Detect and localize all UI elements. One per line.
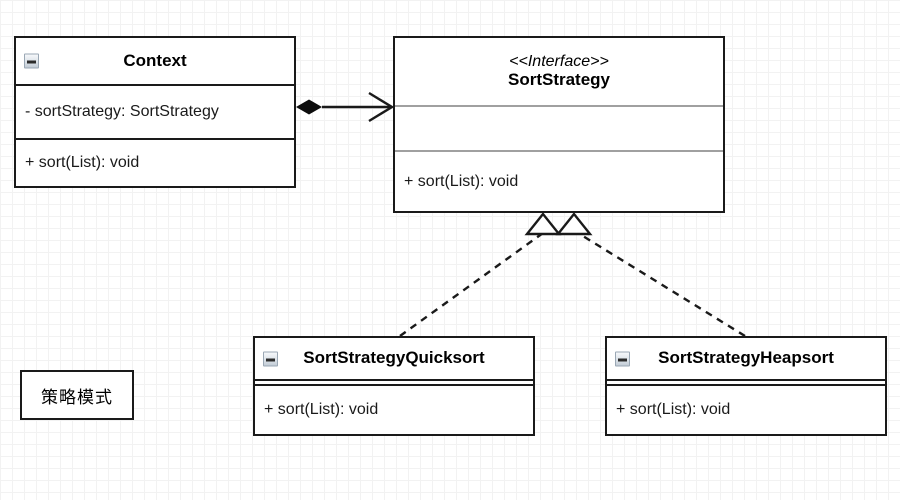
minus-box-icon[interactable] bbox=[24, 53, 39, 69]
minus-box-icon[interactable] bbox=[615, 351, 630, 366]
edge-realization-quicksort-sortstrategy[interactable] bbox=[399, 212, 562, 337]
minus-box-icon[interactable] bbox=[263, 351, 278, 366]
operation-item: + sort(List): void bbox=[616, 401, 731, 418]
filled-diamond-icon bbox=[296, 99, 322, 115]
hollow-triangle-icon bbox=[555, 212, 593, 236]
attribute-item: - sortStrategy: SortStrategy bbox=[25, 103, 219, 120]
class-operations-compartment: + sort(List): void bbox=[16, 138, 294, 186]
operation-item: + sort(List): void bbox=[264, 401, 379, 418]
class-name-sortstrategy: SortStrategy bbox=[507, 70, 611, 90]
class-name-context: Context bbox=[123, 50, 187, 70]
class-title-compartment: SortStrategyHeapsort bbox=[607, 338, 885, 379]
realization-dashed-line bbox=[399, 232, 544, 337]
edge-realization-heapsort-sortstrategy[interactable] bbox=[555, 212, 746, 338]
operation-item: + sort(List): void bbox=[404, 172, 519, 190]
stereotype-label: <<Interface>> bbox=[509, 52, 609, 70]
class-operations-compartment: + sort(List): void bbox=[607, 384, 885, 434]
realization-dashed-line bbox=[577, 231, 746, 338]
class-name-sortstrategyquicksort: SortStrategyQuicksort bbox=[303, 348, 485, 368]
interface-operations-compartment: + sort(List): void bbox=[395, 150, 723, 211]
class-title-compartment: SortStrategyQuicksort bbox=[255, 338, 533, 379]
class-title-compartment: Context bbox=[16, 38, 294, 84]
interface-attributes-compartment bbox=[395, 105, 723, 150]
class-box-sortstrategyheapsort[interactable]: SortStrategyHeapsort + sort(List): void bbox=[605, 336, 887, 436]
interface-title-compartment: <<Interface>> SortStrategy bbox=[395, 38, 723, 105]
class-attributes-compartment: - sortStrategy: SortStrategy bbox=[16, 84, 294, 138]
class-operations-compartment: + sort(List): void bbox=[255, 384, 533, 434]
open-arrow-icon bbox=[368, 91, 395, 123]
class-attributes-compartment bbox=[255, 379, 533, 384]
class-name-sortstrategyheapsort: SortStrategyHeapsort bbox=[658, 348, 834, 368]
class-attributes-compartment bbox=[607, 379, 885, 384]
class-box-sortstrategyquicksort[interactable]: SortStrategyQuicksort + sort(List): void bbox=[253, 336, 535, 436]
hollow-triangle-icon bbox=[524, 212, 562, 236]
class-box-sortstrategy[interactable]: <<Interface>> SortStrategy + sort(List):… bbox=[393, 36, 725, 213]
pattern-note-label: 策略模式 bbox=[41, 387, 113, 407]
class-box-context[interactable]: Context - sortStrategy: SortStrategy + s… bbox=[14, 36, 296, 188]
pattern-note-box[interactable]: 策略模式 bbox=[20, 370, 134, 420]
operation-item: + sort(List): void bbox=[25, 154, 140, 171]
edge-composition-context-sortstrategy[interactable] bbox=[296, 91, 395, 123]
